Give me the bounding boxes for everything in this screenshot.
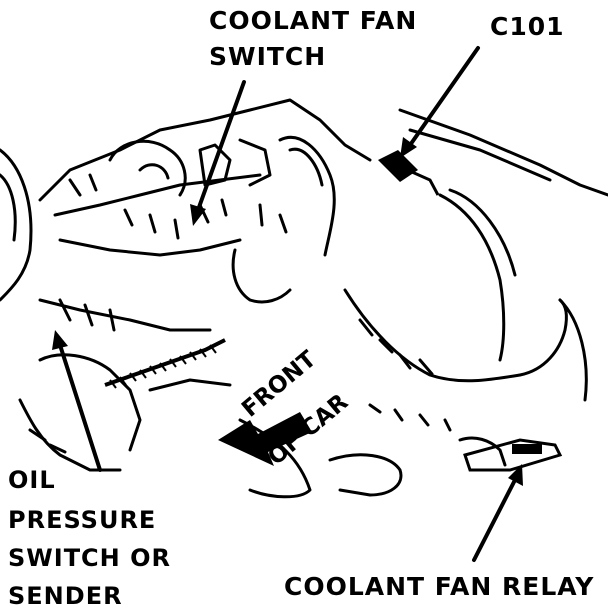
oil-pressure-label-line2: PRESSURE <box>8 506 157 534</box>
coolant-fan-switch-label-line1: COOLANT FAN <box>209 6 418 35</box>
oil-sender-leader <box>58 343 102 472</box>
coolant-switch-leader <box>196 80 246 212</box>
oil-pressure-label-line4: SENDER <box>8 582 123 610</box>
c101-leader <box>406 46 480 150</box>
coolant-fan-relay-label: COOLANT FAN RELAY <box>284 572 595 601</box>
c101-label: C101 <box>490 12 565 41</box>
fender-outline <box>0 148 33 302</box>
oil-pressure-label-line3: SWITCH OR <box>8 544 171 572</box>
coil-hose <box>104 338 226 387</box>
intake-manifold <box>108 139 187 197</box>
firewall-edge <box>398 108 608 197</box>
oil-pressure-label-line1: OIL <box>8 466 56 494</box>
coolant-fan-switch-label-line2: SWITCH <box>209 42 327 71</box>
coolant-switch-arrowhead-icon <box>190 204 206 226</box>
upper-hose <box>278 136 336 257</box>
relay-leader <box>472 476 518 562</box>
c101-arrowhead-icon <box>400 137 417 158</box>
lower-engine <box>38 353 142 452</box>
oil-sender-arrowhead-icon <box>52 330 68 350</box>
front-arrow-icon <box>218 412 312 466</box>
engine-block <box>38 98 372 202</box>
wiring-harness <box>343 288 522 383</box>
relay-arrowhead-icon <box>508 464 523 486</box>
c101-connector <box>378 150 440 196</box>
relay-body <box>463 438 563 472</box>
